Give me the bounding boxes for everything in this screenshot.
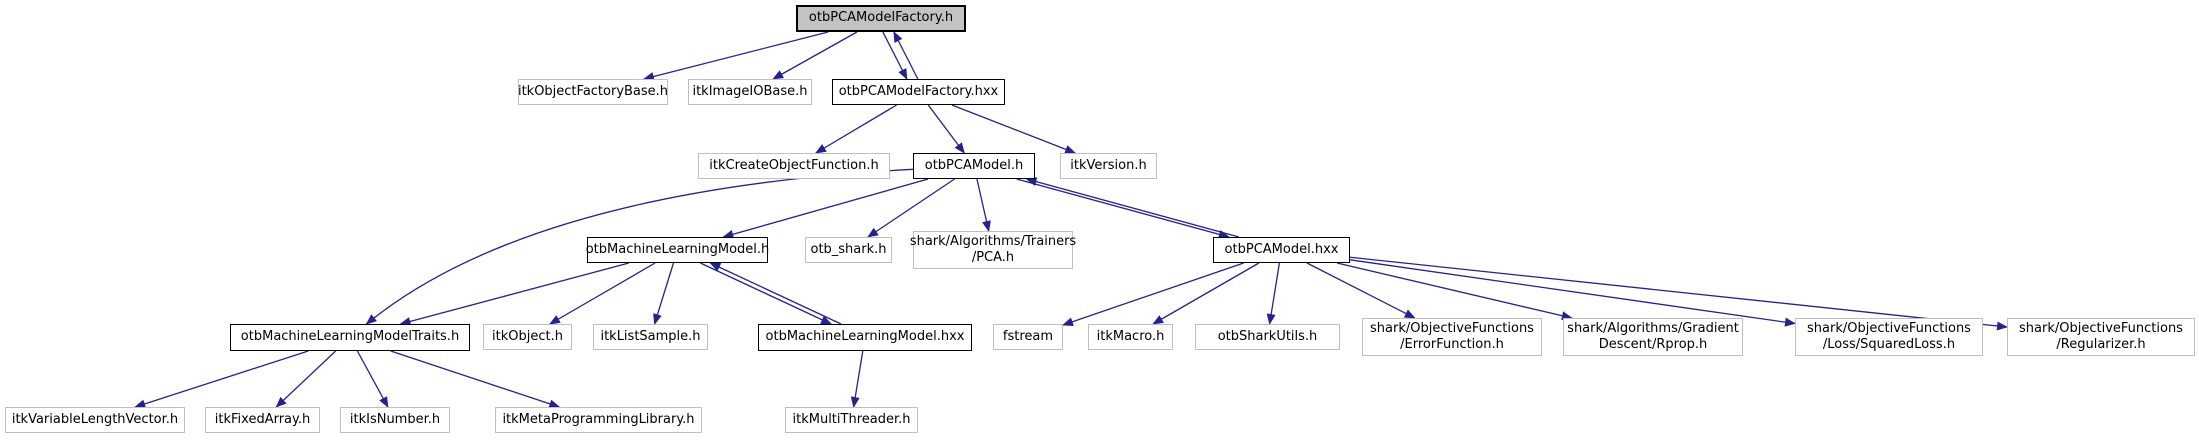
include-edge-n4-n6: [927, 104, 965, 154]
include-edge-n15-n8: [709, 262, 842, 325]
include-edge-n12-n24: [275, 350, 337, 408]
graph-node-fstream: fstream: [993, 324, 1063, 350]
graph-node-otbmachinelearningmodeltraits-h[interactable]: otbMachineLearningModelTraits.h: [230, 324, 470, 351]
graph-node-itkmultithreader-h: itkMultiThreader.h: [785, 407, 918, 433]
include-edge-n11-n6: [1025, 177, 1240, 238]
include-edge-n6-n10: [976, 178, 991, 232]
include-edge-n1-n4: [882, 31, 908, 80]
include-edge-n11-n22: [1349, 256, 2008, 331]
graph-node-itkcreateobjectfunction-h: itkCreateObjectFunction.h: [698, 153, 890, 179]
graph-node-itkisnumber-h: itkIsNumber.h: [340, 407, 450, 433]
include-edge-n6-n9: [867, 178, 955, 238]
graph-node-shark-algorithms-trainers-pca-h: shark/Algorithms/Trainers /PCA.h: [910, 231, 1076, 269]
graph-node-otb-shark-h: otb_shark.h: [805, 237, 892, 263]
graph-node-itkimageiobase-h: itkImageIOBase.h: [688, 79, 812, 105]
graph-node-itkmacro-h: itkMacro.h: [1088, 324, 1173, 350]
graph-node-itkmetaprogramminglibrary-h: itkMetaProgrammingLibrary.h: [495, 407, 702, 433]
include-edge-n1-n3: [772, 31, 858, 80]
graph-node-itkobjectfactorybase-h: itkObjectFactoryBase.h: [518, 79, 668, 105]
graph-node-otbmachinelearningmodel-hxx[interactable]: otbMachineLearningModel.hxx: [758, 324, 972, 351]
graph-node-otbpcamodel-h[interactable]: otbPCAModel.h: [913, 153, 1035, 179]
graph-node-otbsharkutils-h: otbSharkUtils.h: [1195, 324, 1340, 350]
graph-node-itkfixedarray-h: itkFixedArray.h: [205, 407, 320, 433]
include-edge-n4-n5: [815, 104, 897, 154]
include-edge-n8-n12: [399, 262, 630, 326]
graph-node-shark-objectivefunctions-loss-squaredloss-h: shark/ObjectiveFunctions /Loss/SquaredLo…: [1795, 318, 1983, 356]
include-edge-n11-n18: [1266, 262, 1281, 325]
graph-node-otbpcamodelfactory-hxx[interactable]: otbPCAModelFactory.hxx: [832, 79, 1005, 105]
graph-node-otbpcamodel-hxx[interactable]: otbPCAModel.hxx: [1213, 237, 1350, 263]
include-edge-n11-n17: [1152, 262, 1260, 325]
include-edge-n4-n1: [893, 31, 919, 80]
include-edge-n15-n27: [850, 350, 864, 408]
include-edge-n11-n20: [1336, 262, 1573, 321]
include-edge-n6-n8: [722, 178, 929, 239]
include-edge-n8-n15: [700, 262, 832, 325]
include-edge-n8-n13: [549, 262, 656, 325]
graph-node-shark-objectivefunctions-regularizer-h: shark/ObjectiveFunctions /Regularizer.h: [2007, 318, 2195, 356]
graph-node-itklistsample-h: itkListSample.h: [593, 324, 708, 350]
graph-node-itkobject-h: itkObject.h: [483, 324, 572, 350]
include-edge-n6-n11: [1016, 178, 1230, 239]
graph-node-itkvariablelengthvector-h: itkVariableLengthVector.h: [5, 407, 185, 433]
include-edge-n4-n7: [951, 104, 1077, 154]
include-edge-n12-n26: [390, 350, 561, 409]
graph-node-itkversion-h: itkVersion.h: [1060, 153, 1157, 179]
graph-node-shark-algorithms-gradient-descent-rprop-h: shark/Algorithms/Gradient Descent/Rprop.…: [1563, 318, 1743, 356]
graph-node-shark-objectivefunctions-errorfunction-h: shark/ObjectiveFunctions /ErrorFunction.…: [1362, 318, 1542, 356]
include-edge-n12-n25: [356, 350, 389, 408]
include-edge-n8-n14: [653, 262, 675, 325]
include-edge-n1-n2: [642, 31, 829, 81]
graph-root-node-otbpcamodelfactory-h: otbPCAModelFactory.h: [796, 5, 966, 32]
include-edge-n11-n16: [1062, 262, 1244, 326]
include-edge-n11-n19: [1306, 262, 1416, 319]
include-edge-n12-n23: [134, 350, 309, 409]
graph-node-otbmachinelearningmodel-h[interactable]: otbMachineLearningModel.h: [586, 237, 769, 263]
include-edge-n11-n21: [1349, 259, 1796, 327]
